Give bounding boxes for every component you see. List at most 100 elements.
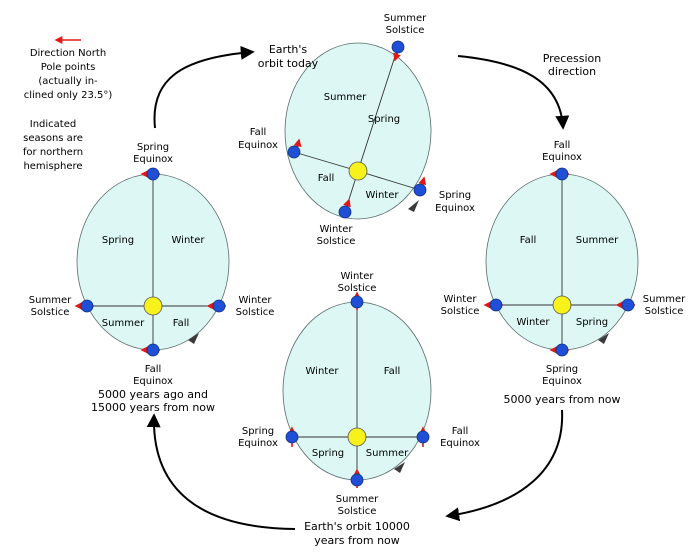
orbit-bottom-caption-1: Earth's orbit 10000 [304,520,410,533]
season-label-summer: Summer [366,448,409,459]
point-label-spring-equinox-2: Equinox [435,203,475,214]
earth-icon [212,299,226,313]
legend: Direction North Pole points (actually in… [24,36,113,101]
orbit-right: Fall Summer Winter Spring Fall Equinox W… [441,140,687,387]
note-line-4: hemisphere [23,161,82,172]
earth-left-top [140,167,160,181]
earth-icon [146,343,160,357]
earth-icon [146,167,160,181]
earth-icon [489,298,503,312]
season-label-spring: Spring [368,114,400,125]
cycle-arrow-top-to-right [457,55,570,130]
point-label-fall-equinox-1: Fall [250,127,267,138]
point-label-bottom-2: Equinox [133,376,173,387]
season-label-winter: Winter [306,366,340,377]
earth-today-spring-equinox [413,176,427,197]
point-label-winter-solstice-1: Winter [320,224,354,235]
earth-left-bottom [140,343,160,357]
point-label-top-1: Fall [554,140,571,151]
point-label-right-2: Solstice [645,306,684,317]
sun-icon [143,296,163,316]
earth-right-bottom [549,343,569,357]
point-label-top-2: Solstice [338,283,377,294]
note-line-3: for northern [23,147,83,158]
point-label-left-1: Spring [242,426,274,437]
legend-line-4: clined only 23.5°) [24,90,113,101]
earth-bottom-top [350,291,364,310]
point-label-bottom-1: Spring [546,364,578,375]
point-label-summer-solstice-2: Solstice [386,25,425,36]
earth-today-summer-solstice [391,40,405,62]
cycle-arrow-right-to-bottom [445,409,564,522]
point-label-left-2: Solstice [31,307,70,318]
legend-line-3: (actually in- [38,76,98,87]
earth-icon [555,167,569,181]
earth-icon [413,183,427,197]
sun-icon [347,427,367,447]
note-line-2: seasons are [23,133,83,144]
point-label-right-1: Fall [452,426,469,437]
orbit-today-radius-fall [293,151,359,172]
orbit-today-caption-1: Earth's [269,43,308,56]
orbit-today-radius-spring [357,170,421,191]
orbit-today-radius-summer [357,46,399,172]
point-label-left-1: Summer [29,295,72,306]
season-label-fall: Fall [173,318,190,329]
earth-icon [416,430,430,444]
orbit-today-ellipse [284,42,432,220]
point-label-right-2: Equinox [440,438,480,449]
legend-line-2: Pole points [41,62,96,73]
earth-bottom-bottom [350,468,364,488]
sun-icon [552,295,572,315]
point-label-fall-equinox-2: Equinox [238,140,278,151]
orbit-motion-arrow-icon [188,333,199,344]
cycle-arrow-bottom-to-left [146,413,296,530]
earth-today-winter-solstice [338,198,352,219]
season-label-winter: Winter [366,190,400,201]
point-label-summer-solstice-1: Summer [384,13,427,24]
point-label-bottom-2: Equinox [542,376,582,387]
earth-icon [285,430,299,444]
earth-icon [80,299,94,313]
earth-bottom-left [285,426,299,447]
point-label-spring-equinox-1: Spring [439,190,471,201]
earth-today-fall-equinox [287,138,302,159]
earth-icon [350,295,364,309]
precession-label-1: Precession [543,52,602,65]
earth-bottom-right [416,426,430,447]
earth-icon [621,298,635,312]
orbit-motion-arrow-icon [408,200,419,212]
cycle-arrow-left-to-top [153,45,255,129]
orbit-left: Spring Winter Summer Fall Spring Equinox… [29,142,275,387]
season-label-spring: Spring [102,235,134,246]
season-label-winter: Winter [517,317,551,328]
earth-icon [391,40,405,54]
note-line-1: Indicated [30,119,76,130]
season-label-summer: Summer [324,92,367,103]
earth-icon [287,145,301,159]
season-label-spring: Spring [312,448,344,459]
point-label-top-1: Winter [341,271,375,282]
point-label-right-1: Summer [643,294,686,305]
orbit-motion-arrow-icon [394,462,405,473]
season-label-spring: Spring [576,317,608,328]
hemisphere-note: Indicated seasons are for northern hemis… [23,119,83,172]
earth-right-right [615,298,635,312]
point-label-winter-solstice-2: Solstice [317,236,356,247]
point-label-left-2: Solstice [441,306,480,317]
season-label-fall: Fall [520,235,537,246]
season-label-winter: Winter [172,235,206,246]
legend-line-1: Direction North [30,48,106,59]
earth-icon [338,205,352,219]
earth-icon [555,343,569,357]
point-label-right-1: Winter [239,295,273,306]
orbit-left-caption-2: 15000 years from now [91,401,215,414]
orbit-right-caption-1: 5000 years from now [503,393,620,406]
point-label-bottom-2: Solstice [338,506,377,517]
orbit-bottom: Winter Fall Spring Summer Winter Solstic… [238,271,480,517]
earth-icon [350,473,364,487]
earth-left-right [206,299,226,313]
point-label-top-1: Spring [137,142,169,153]
point-label-right-2: Solstice [236,307,275,318]
